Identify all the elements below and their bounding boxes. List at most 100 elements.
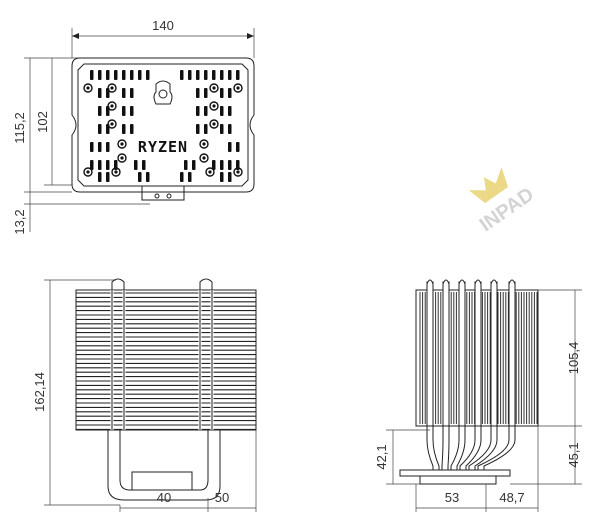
plate-slot	[98, 88, 102, 98]
side-heatpipe	[458, 281, 466, 427]
plate-slot	[228, 106, 232, 116]
plate-hole-center	[236, 170, 240, 174]
side-heatpipe	[426, 281, 434, 427]
inner-height-dim-label: 102	[35, 111, 50, 133]
plate-slot	[228, 124, 232, 134]
plate-hole	[83, 167, 93, 177]
plate-hole	[107, 101, 117, 111]
side-heatpipe-bend	[477, 426, 516, 470]
mount-bracket	[141, 186, 185, 201]
plate-slot	[138, 172, 142, 182]
side-fin-height-label: 105,4	[566, 342, 581, 375]
side-heatpipe-cap	[508, 279, 516, 285]
plate-hole-center	[86, 86, 90, 90]
plate-slot	[142, 160, 146, 170]
plate-slot	[196, 70, 200, 80]
side-heatpipe-bend	[450, 426, 466, 470]
plate-slot	[204, 106, 208, 116]
side-view: 105,4 45,1 42,1 53 48,7	[374, 279, 582, 512]
side-heatpipe	[442, 281, 450, 427]
side-heatpipe	[490, 281, 498, 427]
plate-slot	[98, 124, 102, 134]
plate-hole	[233, 83, 243, 93]
side-width-dim-a: 53	[445, 490, 459, 505]
plate-hole-center	[120, 142, 124, 146]
side-heatpipe-bend	[459, 426, 482, 470]
plate-slot	[130, 88, 134, 98]
plate-hole-center	[202, 156, 206, 160]
plate-slot	[236, 142, 240, 152]
front-view: 162,14 40 50	[32, 278, 257, 512]
plate-slot	[228, 160, 232, 170]
plate-hole-center	[114, 170, 118, 174]
bracket-hole	[154, 193, 160, 199]
plate-hole-center	[212, 86, 216, 90]
plate-slot	[196, 88, 200, 98]
plate-slot	[192, 160, 196, 170]
plate-slot	[90, 70, 94, 80]
plate-slot	[122, 124, 126, 134]
side-left-base-label: 42,1	[374, 444, 389, 469]
heatpipe-top-right	[199, 278, 213, 290]
width-dim-label: 140	[152, 18, 174, 33]
plate-slot	[98, 142, 102, 152]
plate-slot	[146, 70, 150, 80]
plate-slot	[106, 70, 110, 80]
plate-slot	[134, 160, 138, 170]
plate-slot	[220, 70, 224, 80]
plate-slot	[204, 88, 208, 98]
plate-slot	[220, 160, 224, 170]
plate-slot	[180, 70, 184, 80]
plate-hole	[199, 153, 209, 163]
side-base-plate	[399, 469, 511, 477]
plate-slot	[114, 70, 118, 80]
top-plate-inner-outline	[77, 63, 249, 187]
plate-hole-center	[86, 170, 90, 174]
plate-slot	[228, 88, 232, 98]
plate-slot	[98, 70, 102, 80]
center-emblem	[153, 80, 173, 105]
plate-hole	[107, 83, 117, 93]
plate-slot	[130, 124, 134, 134]
plate-slot	[204, 70, 208, 80]
plate-slot	[228, 172, 232, 182]
plate-hole-center	[120, 156, 124, 160]
plate-slot	[106, 172, 110, 182]
plate-slot	[90, 142, 94, 152]
plate-slot	[130, 106, 134, 116]
center-emblem-hole	[158, 89, 168, 99]
front-height-dim-label: 162,14	[32, 372, 47, 412]
plate-slot	[122, 106, 126, 116]
top-plate-outline	[71, 57, 255, 193]
front-fin-stack	[75, 289, 257, 431]
plate-slot	[138, 70, 142, 80]
arrow-head	[247, 33, 254, 39]
plate-slot	[130, 70, 134, 80]
plate-hole	[117, 139, 127, 149]
side-heatpipe	[508, 281, 516, 427]
top-view: 140 115,2 102 13,2 RYZEN	[12, 18, 255, 235]
plate-label: RYZEN	[138, 138, 188, 156]
side-heatpipe-cap	[490, 279, 498, 285]
side-heatpipe-bend	[468, 426, 498, 470]
bracket-hole	[166, 193, 172, 199]
plate-hole	[209, 119, 219, 129]
plate-slot	[188, 172, 192, 182]
plate-hole-center	[202, 142, 206, 146]
plate-slot	[106, 142, 110, 152]
plate-slot	[122, 88, 126, 98]
plate-slot	[220, 106, 224, 116]
front-base-dim-a: 40	[157, 490, 171, 505]
plate-slot	[228, 142, 232, 152]
plate-slot	[236, 70, 240, 80]
plate-hole-center	[208, 170, 212, 174]
side-right-base-label: 45,1	[566, 442, 581, 467]
side-heatpipes	[426, 279, 516, 470]
plate-hole	[199, 139, 209, 149]
plate-slot	[98, 160, 102, 170]
plate-slot	[220, 124, 224, 134]
outer-height-dim-label: 115,2	[12, 112, 27, 144]
plate-slot	[196, 124, 200, 134]
plate-hole	[83, 83, 93, 93]
